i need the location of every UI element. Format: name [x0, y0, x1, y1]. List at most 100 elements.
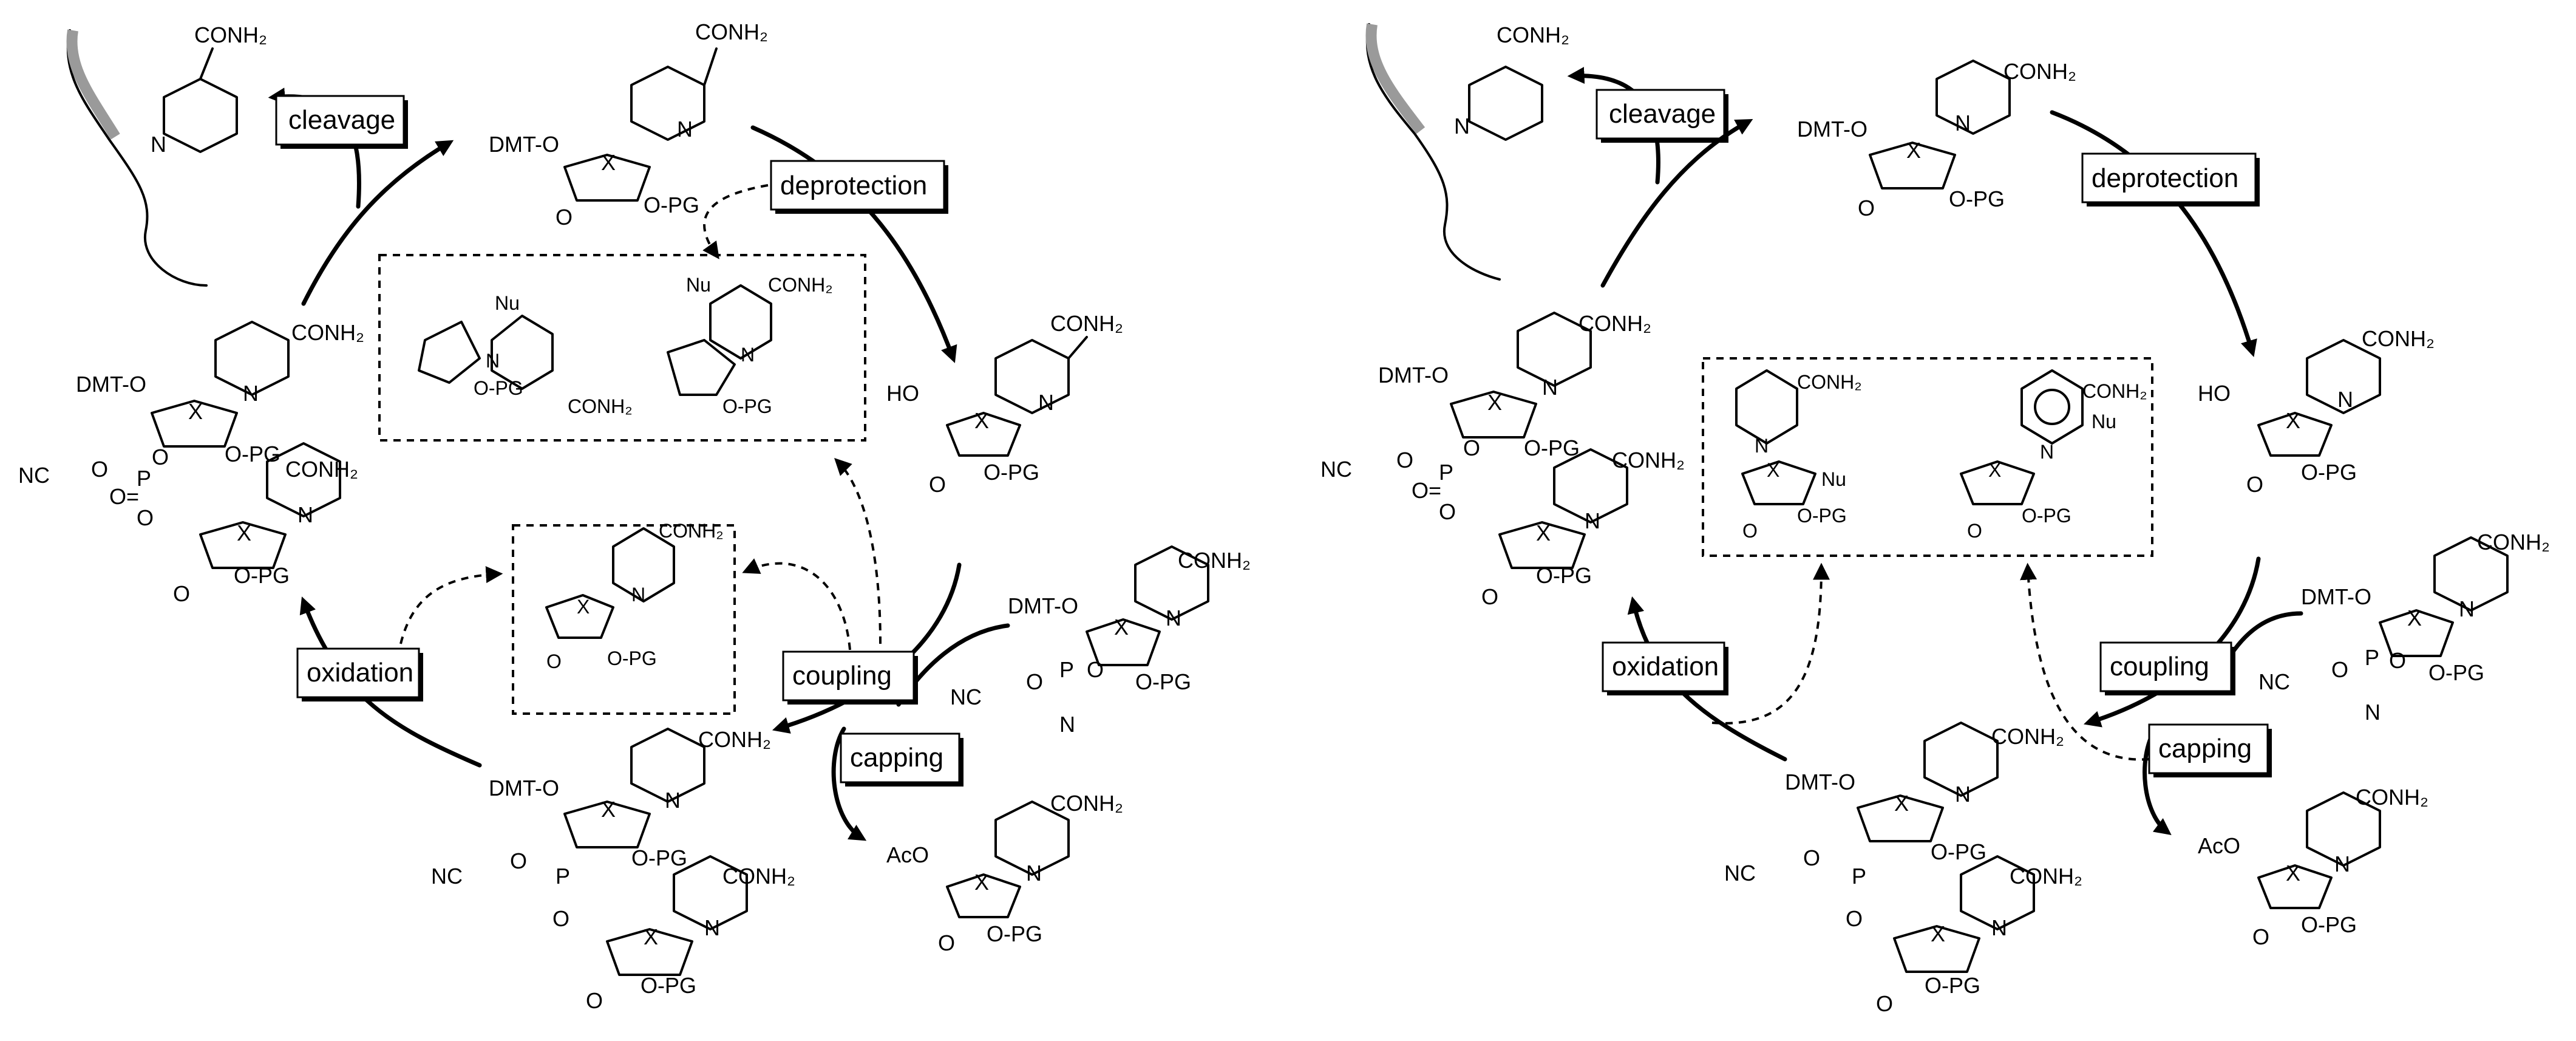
conh2-label: CONH₂: [659, 520, 724, 542]
bottom-dinucleotide-left: DMT-O X N CONH₂ O-PG NC O P O X N CONH₂ …: [431, 727, 795, 1013]
ho-label: HO: [2198, 381, 2231, 406]
dashed-arrow-coupling-left-2: [834, 458, 882, 644]
deprotection-text: deprotection: [2092, 163, 2238, 193]
dmt-o-label: DMT-O: [489, 776, 559, 800]
o-label: O: [1967, 520, 1982, 542]
o-pg-label: O-PG: [1949, 186, 2005, 211]
side-product-2-right: CONH₂ Nu N X O-PG O: [1960, 369, 2147, 542]
o-label: O: [1846, 906, 1863, 931]
o-label: O: [1026, 669, 1043, 694]
deprotection-label-right: deprotection: [2081, 152, 2260, 206]
n-label: N: [1755, 435, 1769, 457]
conh2-label: CONH₂: [695, 19, 768, 44]
p-label: P: [2365, 645, 2379, 670]
o-pg-label: O-PG: [1931, 839, 1986, 864]
cleavage-text: cleavage: [1609, 99, 1716, 129]
o-label: O: [1803, 845, 1820, 870]
side-product-box-left-2: [512, 524, 736, 715]
x-label: X: [2407, 606, 2422, 630]
o-label: O: [2389, 648, 2406, 673]
x-label: X: [1894, 791, 1909, 816]
n-label: N: [297, 502, 313, 527]
capping-arrow-left: [831, 726, 867, 841]
dmt-o-label: DMT-O: [1797, 117, 1867, 142]
nu-label: Nu: [2092, 411, 2116, 432]
nu-label: Nu: [1821, 468, 1846, 490]
conh2-label: CONH₂: [1991, 724, 2064, 749]
o-label: O: [510, 848, 527, 873]
x-label: X: [1767, 459, 1779, 481]
o-label: O: [929, 472, 946, 497]
nc-label: NC: [1320, 457, 1352, 482]
p-label: P: [1439, 460, 1453, 485]
dinucleotide-left: DMT-O X N CONH₂ O-PG O NC O P O= O X N C…: [18, 320, 364, 606]
o-label: O: [1742, 520, 1758, 542]
side-product-box-left: [378, 254, 866, 442]
cleavage-label-left: cleavage: [275, 95, 408, 149]
ho-nucleoside-left: HO X N CONH₂ O-PG O: [886, 311, 1123, 497]
x-label: X: [644, 924, 658, 949]
o-label: O: [137, 505, 154, 530]
x-label: X: [188, 399, 203, 424]
x-label: X: [2286, 408, 2300, 433]
x-label: X: [601, 797, 616, 822]
arrow-to-dmt-right: [1600, 118, 1753, 288]
bottom-dinucleotide-right: DMT-O X N CONH₂ O-PG NC O P O X N CONH₂ …: [1724, 722, 2082, 1016]
n-label: N: [665, 788, 681, 813]
nc-label: NC: [431, 864, 463, 889]
dmt-o-label: DMT-O: [1785, 770, 1855, 794]
o-pg-label: O-PG: [225, 442, 280, 466]
deprotection-label-left: deprotection: [770, 160, 948, 214]
oxidation-arrow-left: [299, 596, 482, 768]
n-label: N: [1166, 606, 1181, 630]
n-label: N: [2459, 596, 2475, 621]
conh2-label: CONH₂: [1497, 22, 1569, 47]
conh2-label: CONH₂: [285, 457, 358, 482]
o-label: O: [1087, 657, 1104, 682]
n-label: N: [677, 117, 693, 142]
o-label: O: [91, 457, 108, 482]
capping-label-left: capping: [840, 732, 963, 787]
o-pg-label: O-PG: [984, 460, 1039, 485]
o-pg-label: O-PG: [1524, 435, 1580, 460]
conh2-label: CONH₂: [2477, 530, 2550, 555]
o-label: O: [152, 445, 169, 469]
o-label: O: [1463, 435, 1480, 460]
oxidation-text: oxidation: [307, 658, 413, 688]
phosphoramidite-left: DMT-O X N CONH₂ O-PG NC O P O N: [950, 545, 1251, 737]
o-pg-label: O-PG: [987, 921, 1042, 946]
nc-label: NC: [18, 463, 50, 488]
conh2-label: CONH₂: [722, 864, 795, 889]
o-label: O: [586, 988, 603, 1013]
o-label: O: [2331, 657, 2348, 682]
oxidation-text: oxidation: [1612, 652, 1719, 681]
dinucleotide-right: DMT-O X N CONH₂ O-PG O NC O P O= O X N C…: [1320, 311, 1685, 609]
capping-text: capping: [2158, 734, 2252, 763]
n-label: N: [486, 350, 500, 372]
n-label: N: [2334, 852, 2350, 876]
dmt-o-label: DMT-O: [1378, 363, 1449, 387]
n-label: N: [2040, 441, 2054, 463]
left-cycle: CONH₂ N cleavage DMT-O X N CONH₂ O-PG O: [18, 19, 1251, 1013]
ring-circle: [2034, 389, 2070, 425]
n-label: N: [1454, 114, 1470, 138]
x-label: X: [974, 408, 989, 433]
dashed-arrow-oxidation-right: [1711, 562, 1830, 725]
o-pg-label: O-PG: [607, 647, 657, 669]
o-pg-label: O-PG: [2428, 660, 2484, 685]
nc-label: NC: [950, 684, 982, 709]
strand-ribbon-left: [66, 29, 208, 287]
o-label: O: [546, 650, 562, 672]
deprotection-text: deprotection: [780, 171, 927, 200]
nu-label: Nu: [686, 274, 711, 296]
conh2-label: CONH₂: [1579, 311, 1651, 336]
dashed-arrow-oxidation-left: [399, 566, 503, 644]
coupling-text: coupling: [2110, 652, 2209, 681]
dashed-arrow-side-left: [702, 184, 769, 259]
x-label: X: [2286, 861, 2300, 886]
x-label: X: [1988, 459, 2001, 481]
top-nucleoside-right: DMT-O X N CONH₂ O-PG O: [1797, 59, 2076, 220]
o-label: O: [2246, 472, 2263, 497]
o-label: O: [1396, 448, 1413, 473]
